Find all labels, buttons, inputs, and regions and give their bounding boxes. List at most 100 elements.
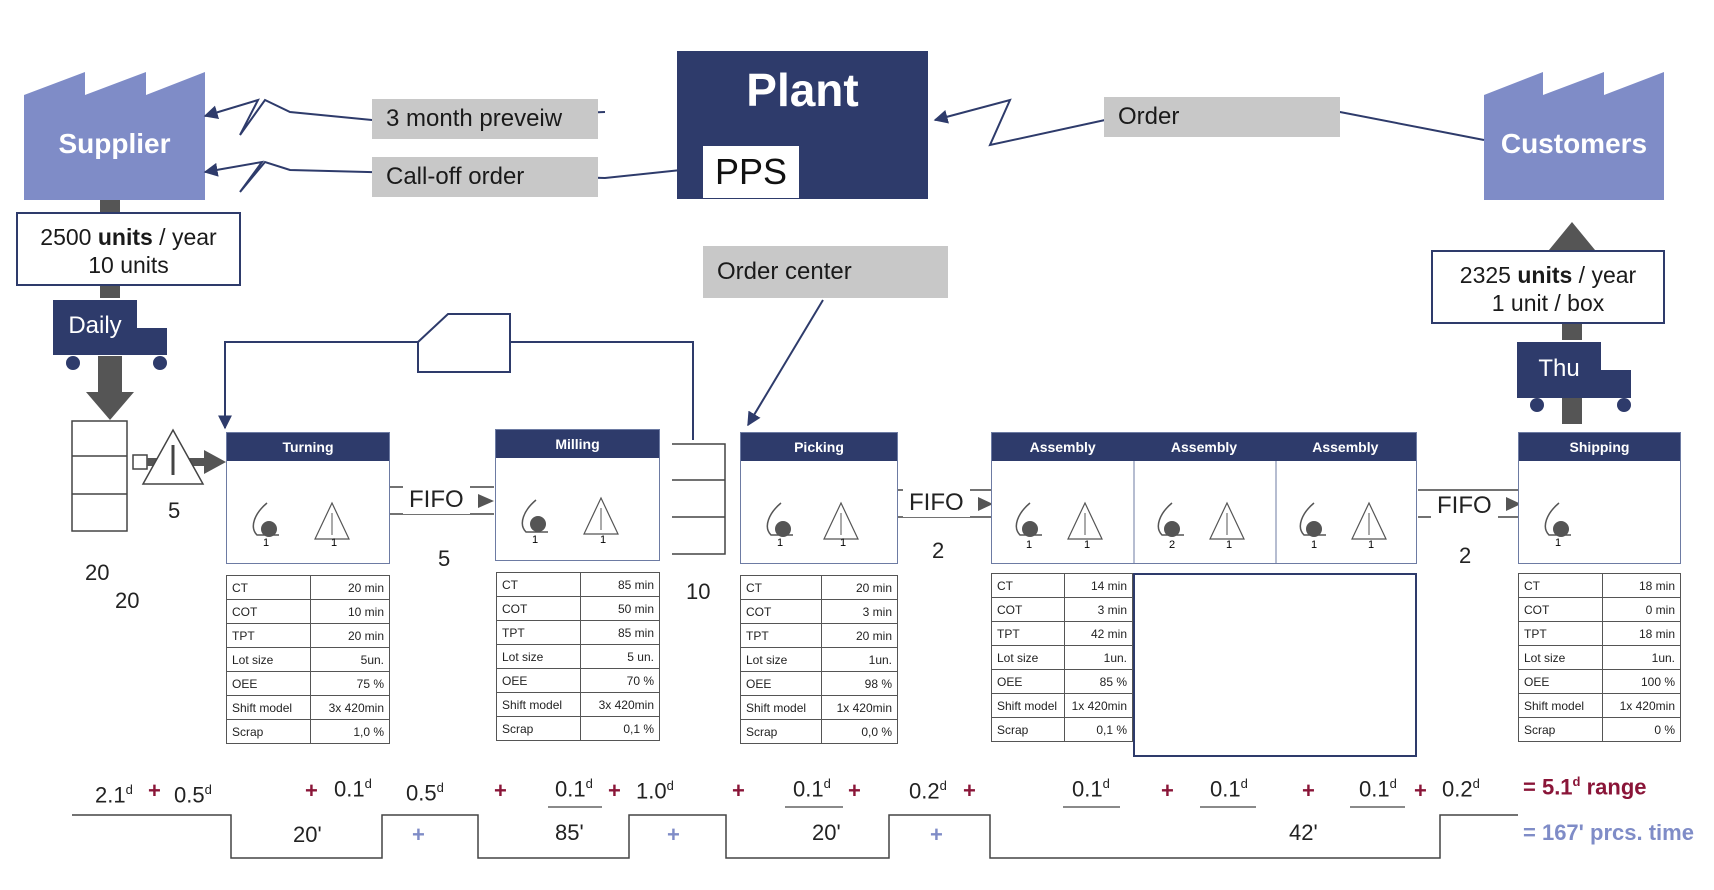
process-name: Assembly [1274,433,1416,461]
timeline-steps [72,814,1518,859]
daily-truck-body [53,300,137,355]
timeline-leadtime: 0.1d [334,776,372,802]
start-inventory-rack [71,420,128,532]
station-warning-icon [823,501,859,540]
timeline-leadtime: 2.1d [95,782,133,808]
preview-label: 3 month preveiw [372,99,598,139]
operator-icon [1544,502,1571,537]
kanban-signal-shape [417,313,511,373]
after-assembly-qty: 2 [1459,543,1472,568]
supplier-delivery-arrow [86,356,134,420]
kanban-loop-line [510,341,694,440]
timeline-leadtime: 0.5d [174,782,212,808]
station-warning-icon [314,501,350,540]
daily-truck-label: Daily [68,312,122,339]
timeline-leadtime: 0.1d [1359,776,1397,802]
timeline-leadtime: 0.2d [909,778,947,804]
fifo-label-1: FIFO [403,486,470,514]
timeline-plus: + [848,778,861,803]
pps-box: PPS [703,146,799,198]
thu-truck-label: Thu [1538,355,1580,382]
order-center-label: Order center [703,246,948,298]
order-flow-line [933,98,1485,147]
timeline-leadtime: 0.1d [1072,776,1110,802]
thu-truck-body [1517,342,1601,398]
total-process-time: = 167' prcs. time [1523,820,1694,845]
station-warning-icon [1351,501,1387,540]
timeline-plus: + [412,822,425,847]
timeline-plus: + [930,822,943,847]
operator-icon [1015,502,1042,537]
milling-supermarket [672,443,726,555]
timeline-leadtime: 0.5d [406,780,444,806]
process-name: Assembly [1133,433,1275,461]
fifo-label-2: FIFO [903,489,970,517]
operator-icon [521,496,619,535]
timeline-plus: + [1302,778,1315,803]
timeline-process-time: 20' [812,820,841,845]
timeline-leadtime: 1.0d [636,778,674,804]
timeline-plus: + [148,778,161,803]
total-lead-time: = 5.1d range [1523,774,1647,800]
customer-info-box: 2325 units / year 1 unit / box [1431,250,1665,324]
supplier-info-box: 2500 units / year 10 units [16,212,241,286]
timeline-plus: + [1161,778,1174,803]
start-push-qty: 5 [168,498,181,523]
process-picking: Picking 1 1 [740,432,898,564]
order-center-line [747,299,824,427]
timeline-plus: + [1414,778,1427,803]
supplier-factory-shape [24,72,205,200]
process-turning: Turning 1 1 [226,432,390,564]
process-assembly-group: Assembly Assembly Assembly [991,432,1417,564]
timeline-plus: + [667,822,680,847]
timeline-leadtime: 0.1d [1210,776,1248,802]
calloff-label: Call-off order [372,157,598,197]
kanban-loop-line-2 [218,341,418,430]
operator-icon [766,501,859,540]
timeline-process-time: 85' [555,820,584,845]
start-inventory-qty-b: 20 [115,588,140,613]
after-picking-qty: 2 [932,538,945,563]
process-shipping: Shipping 1 [1518,432,1681,564]
process-name: Picking [741,433,897,461]
after-turning-qty: 5 [438,546,451,571]
station-warning-icon [1209,501,1245,540]
process-name: Milling [496,430,659,458]
fifo-label-3: FIFO [1431,492,1498,520]
timeline-leadtime: 0.2d [1442,776,1480,802]
timeline-leadtime: 0.1d [793,776,831,802]
calloff-flow-line [203,160,701,193]
operator-icon [252,501,350,540]
